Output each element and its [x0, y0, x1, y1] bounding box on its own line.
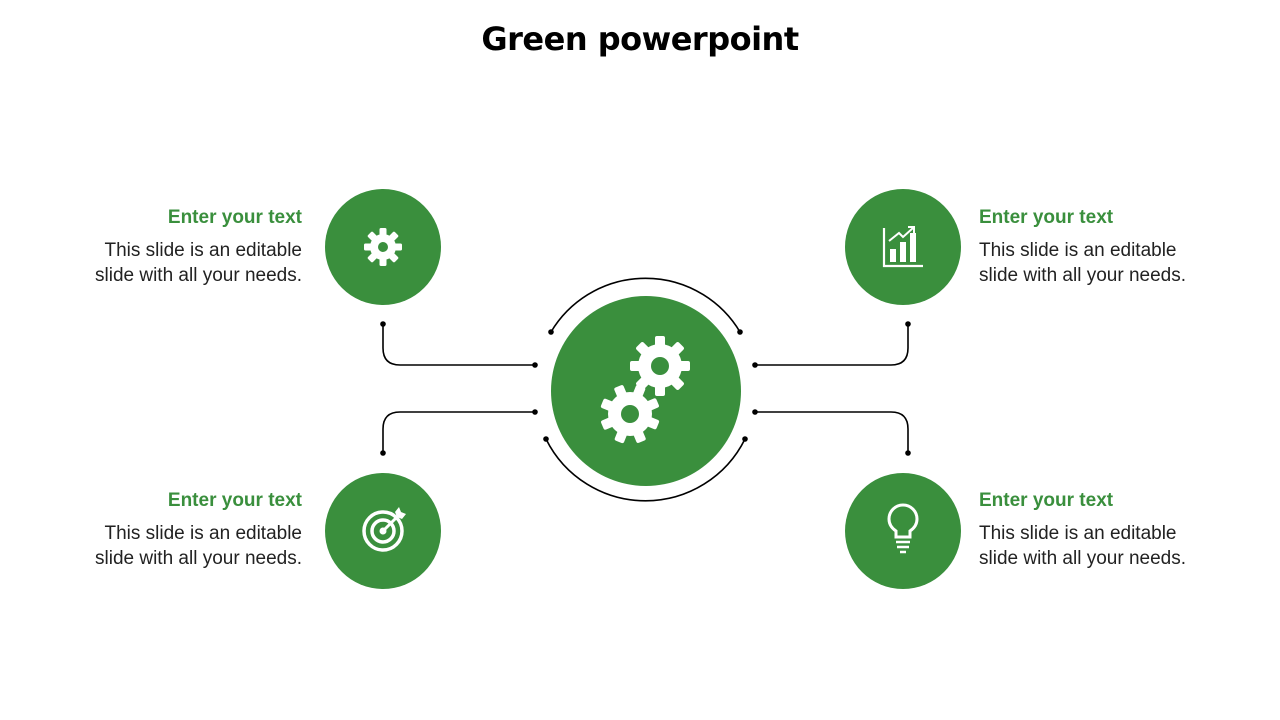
- text-block-top-right: Enter your text This slide is an editabl…: [979, 206, 1219, 288]
- node-top-right: [845, 189, 961, 305]
- gear-icon: [364, 228, 402, 266]
- connector-top-left: [382, 324, 535, 366]
- connector-bottom-left: [382, 411, 535, 453]
- bar-chart-icon: [882, 226, 923, 268]
- slide-title: Green powerpoint: [481, 20, 799, 58]
- text-block-bottom-left: Enter your text This slide is an editabl…: [62, 489, 302, 571]
- node-bottom-right: [845, 473, 961, 589]
- node-bottom-left: [325, 473, 441, 589]
- node-top-left: [325, 189, 441, 305]
- body-text: This slide is an editable slide with all…: [95, 523, 302, 569]
- connector-top-right: [755, 324, 909, 366]
- target-icon: [362, 507, 406, 552]
- text-block-bottom-right: Enter your text This slide is an editabl…: [979, 489, 1219, 571]
- center-node: [551, 296, 741, 486]
- body-text: This slide is an editable slide with all…: [979, 240, 1186, 286]
- heading: Enter your text: [167, 207, 302, 228]
- connector-dots: [380, 321, 911, 456]
- text-block-top-left: Enter your text This slide is an editabl…: [62, 206, 302, 288]
- gears-icon: [600, 336, 690, 444]
- arc-top: [550, 277, 741, 333]
- lightbulb-icon: [887, 503, 919, 554]
- heading: Enter your text: [979, 490, 1114, 511]
- heading: Enter your text: [167, 490, 302, 511]
- connectors: [382, 277, 909, 502]
- arc-bottom: [545, 438, 746, 502]
- connector-bottom-right: [755, 411, 909, 453]
- body-text: This slide is an editable slide with all…: [979, 523, 1186, 569]
- body-text: This slide is an editable slide with all…: [95, 240, 302, 286]
- heading: Enter your text: [979, 207, 1114, 228]
